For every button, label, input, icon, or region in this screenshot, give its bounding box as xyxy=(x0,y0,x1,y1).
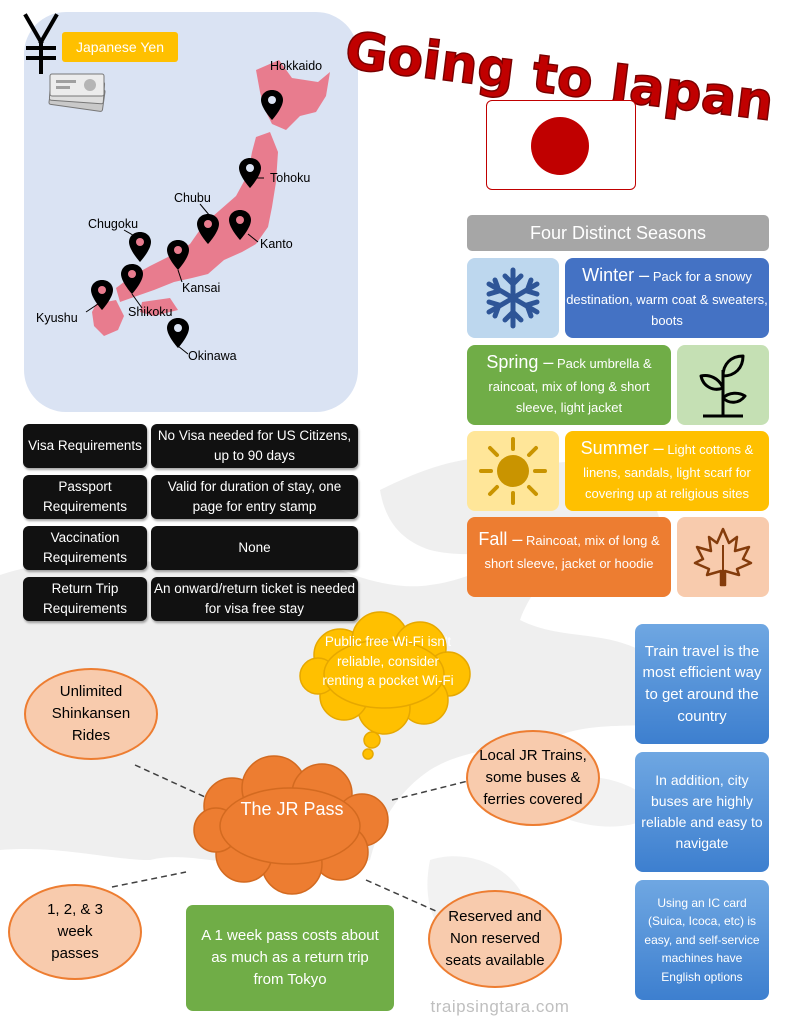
return-trip-requirements-label: Return Trip Requirements xyxy=(23,577,147,621)
summer-card: Summer – Light cottons & linens, sandals… xyxy=(565,431,769,511)
chugoku-pin-icon xyxy=(129,232,151,262)
region-label-okinawa: Okinawa xyxy=(188,349,237,363)
summer-text: Light cottons & linens, sandals, light s… xyxy=(583,442,754,501)
snowflake-tile xyxy=(467,258,559,338)
passport-requirements-label: Passport Requirements xyxy=(23,475,147,519)
sprout-icon xyxy=(699,354,747,418)
train-travel-box: Train travel is the most efficient way t… xyxy=(635,624,769,744)
plant-tile xyxy=(677,345,769,425)
spring-title: Spring – xyxy=(486,352,554,372)
summer-title: Summer – xyxy=(580,438,664,458)
tohoku-pin-icon xyxy=(239,158,261,188)
winter-text: Pack for a snowy destination, warm coat … xyxy=(566,269,768,328)
seasons-heading: Four Distinct Seasons xyxy=(467,215,769,251)
region-label-hokkaido: Hokkaido xyxy=(270,59,322,73)
city-buses-box: In addition, city buses are highly relia… xyxy=(635,752,769,872)
unlimited-rides-bubble: Unlimited Shinkansen Rides xyxy=(24,668,158,760)
winter-card: Winter – Pack for a snowy destination, w… xyxy=(565,258,769,338)
return-trip-requirements-value: An onward/return ticket is needed for vi… xyxy=(151,577,358,621)
kansai-pin-icon xyxy=(167,240,189,270)
pass-durations-bubble: 1, 2, & 3 week passes xyxy=(8,884,142,980)
fall-title: Fall – xyxy=(478,529,523,549)
vaccination-requirements-label: Vaccination Requirements xyxy=(23,526,147,570)
snowflake-icon xyxy=(486,267,540,329)
japan-map: Hokkaido Tohoku Chubu Chugoku Kanto Kans… xyxy=(36,59,330,363)
japan-flag xyxy=(486,100,636,190)
jr-pass-title: The JR Pass xyxy=(240,799,344,819)
ic-card-box: Using an IC card (Suica, Icoca, etc) is … xyxy=(635,880,769,1000)
region-label-tohoku: Tohoku xyxy=(270,171,310,185)
footer-site-name: traipsingtara.com xyxy=(430,997,570,1016)
region-label-kyushu: Kyushu xyxy=(36,311,78,325)
visa-requirements-value: No Visa needed for US Citizens, up to 90… xyxy=(151,424,358,468)
passport-requirements-value: Valid for duration of stay, one page for… xyxy=(151,475,358,519)
region-label-shikoku: Shikoku xyxy=(128,305,173,319)
visa-requirements-label: Visa Requirements xyxy=(23,424,147,468)
banknotes-icon xyxy=(48,73,106,112)
chubu-pin-icon xyxy=(197,214,219,244)
spring-card: Spring – Pack umbrella & raincoat, mix o… xyxy=(467,345,671,425)
okinawa-pin-icon xyxy=(167,318,189,348)
seats-bubble: Reserved and Non reserved seats availabl… xyxy=(428,890,562,988)
kyushu-pin-icon xyxy=(91,280,113,310)
local-trains-bubble: Local JR Trains, some buses & ferries co… xyxy=(466,730,600,826)
fall-text: Raincoat, mix of long & short sleeve, ja… xyxy=(484,533,660,571)
currency-label: Japanese Yen xyxy=(62,32,178,62)
region-label-chubu: Chubu xyxy=(174,191,211,205)
shikoku-land xyxy=(140,298,178,316)
sun-tile xyxy=(467,431,559,511)
winter-title: Winter – xyxy=(582,265,650,285)
sun-icon xyxy=(479,437,547,505)
pass-cost-box: A 1 week pass costs about as much as a r… xyxy=(186,905,394,1011)
maple-leaf-icon xyxy=(693,527,753,587)
flag-red-disc xyxy=(531,117,589,175)
yen-icon xyxy=(23,13,59,74)
region-label-kanto: Kanto xyxy=(260,237,293,251)
hokkaido-pin-icon xyxy=(261,90,283,120)
vaccination-requirements-value: None xyxy=(151,526,358,570)
region-label-kansai: Kansai xyxy=(182,281,220,295)
shikoku-pin-icon xyxy=(121,264,143,294)
kyushu-land xyxy=(92,300,124,336)
fall-card: Fall – Raincoat, mix of long & short sle… xyxy=(467,517,671,597)
spring-text: Pack umbrella & raincoat, mix of long & … xyxy=(488,356,652,415)
map-pins xyxy=(91,90,283,348)
leaf-tile xyxy=(677,517,769,597)
wifi-note: Public free Wi-Fi isn't reliable, consid… xyxy=(322,634,454,689)
region-label-chugoku: Chugoku xyxy=(88,217,138,231)
kanto-pin-icon xyxy=(229,210,251,240)
